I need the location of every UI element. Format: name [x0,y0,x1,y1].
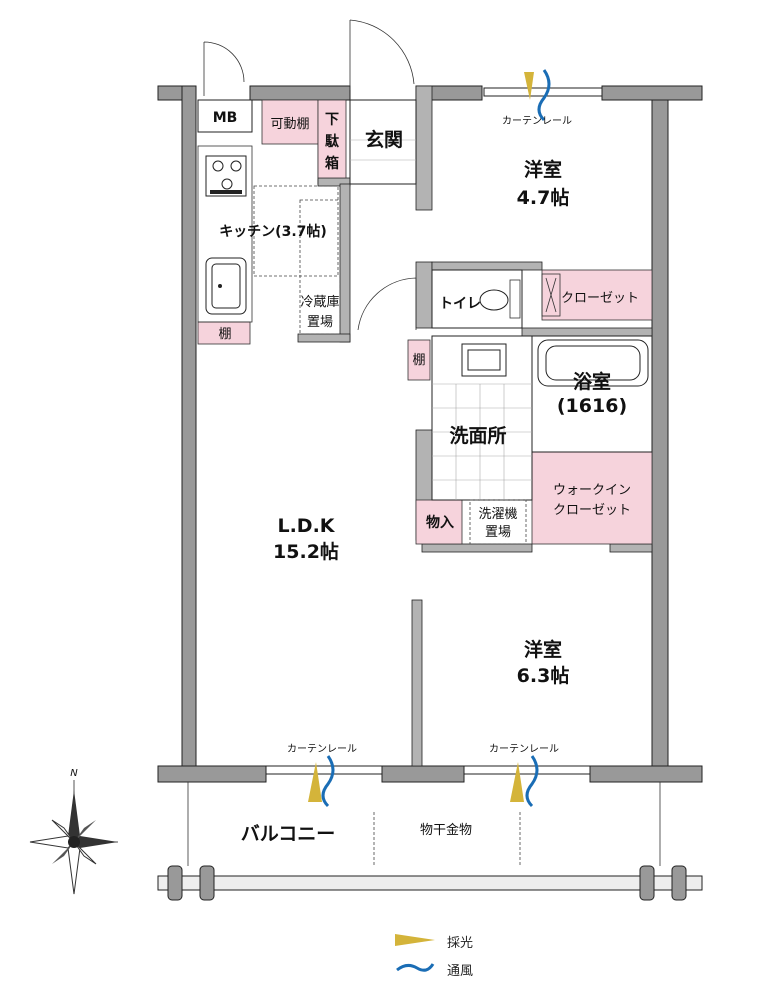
legend: 採光 通風 [395,930,555,990]
western-room-2-size: 6.3帖 [517,664,570,687]
light-legend-label: 採光 [447,936,474,951]
washbasin-icon [461,343,507,377]
compass-north-label: N [70,768,78,779]
walk-in-closet-label-1: ウォークイン [553,483,631,498]
shoe-box-label-1: 下 [325,112,339,128]
ventilation-legend-icon [396,963,435,972]
washroom-label: 洗面所 [449,424,506,447]
ldk-size: 15.2帖 [273,540,339,563]
washer-label-2: 置場 [485,525,511,540]
sink-icon [205,257,247,315]
bathroom [531,335,653,453]
curtain-rail-label-top: カーテンレール [502,115,572,127]
storage-areas [197,99,653,545]
light-markers [308,72,534,802]
washroom [431,335,533,501]
ldk-name: L.D.K [277,515,335,537]
bathtub-icon [537,339,649,387]
walk-in-closet-label-2: クローゼット [553,503,631,518]
ventilation-markers [321,69,551,808]
curtain-rail-label-left: カーテンレール [287,743,357,755]
closet-label: クローゼット [561,291,639,306]
compass-icon [29,780,118,895]
entrance-area [349,19,417,185]
western-room-2-name: 洋室 [524,638,562,661]
balcony-label: バルコニー [241,823,336,845]
movable-shelf-label: 可動棚 [270,117,309,132]
fridge-area [299,199,341,335]
bathroom-name: 浴室 [573,370,611,393]
light-legend-icon [395,934,435,946]
washer-area [469,499,527,545]
washer-label-1: 洗濯機 [478,507,517,522]
toilet-label: トイレ [439,296,481,312]
drying-hardware-label: 物干金物 [420,822,472,838]
shoe-box-label-2: 駄 [325,133,340,150]
mb-label: MB [213,110,238,126]
balcony [157,782,703,901]
curtain-rail-lines [265,87,603,775]
western-room-1-size: 4.7帖 [517,186,570,209]
shoe-box-label-3: 箱 [325,155,339,172]
fridge-label-1: 冷蔵庫 [300,295,339,310]
curtain-rail-label-right: カーテンレール [489,743,559,755]
mb-box [197,41,253,133]
western-room-1-name: 洋室 [524,158,562,181]
kitchen-counter [197,145,253,323]
entrance-label: 玄関 [365,128,403,151]
bathroom-size: (1616) [557,395,627,417]
toilet-room [357,269,523,331]
washroom-shelf-label: 棚 [412,353,425,368]
ventilation-legend-label: 通風 [447,964,474,979]
storage-label: 物入 [426,514,454,531]
fridge-label-2: 置場 [307,315,333,330]
kitchen-label: キッチン(3.7帖) [219,223,327,240]
kitchen-shelf-label: 棚 [218,327,231,342]
